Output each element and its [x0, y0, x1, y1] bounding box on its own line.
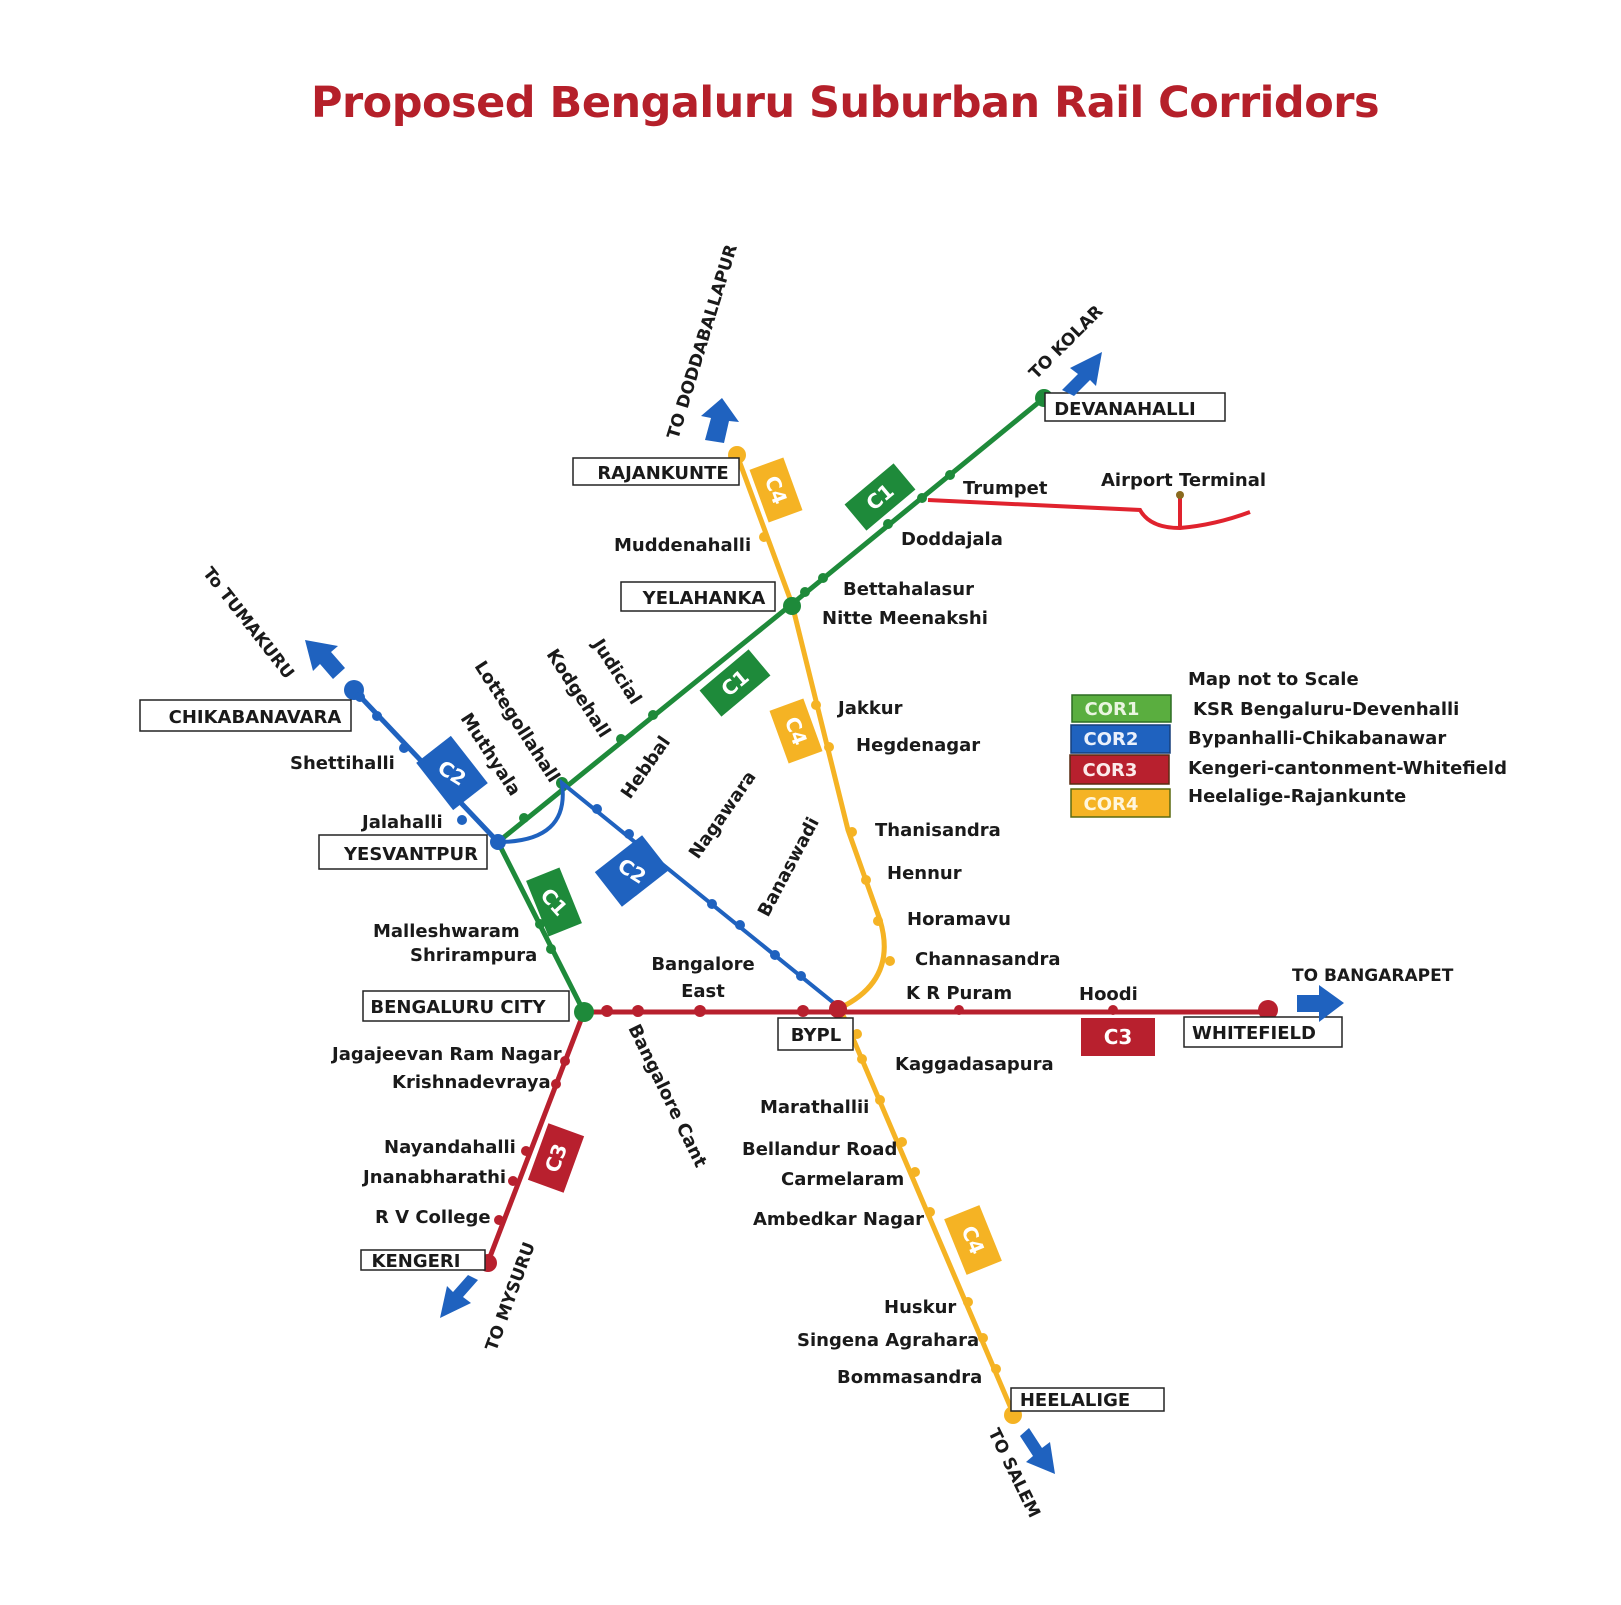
station-bettahalasur: Bettahalasur — [843, 579, 974, 600]
label-to-bangarapet: TO BANGARAPET — [1292, 966, 1454, 986]
label-to-tumakuru: To TUMAKURU — [198, 564, 297, 683]
badge-c3-south: C3 — [527, 1123, 585, 1193]
station-singena-agrahara: Singena Agrahara — [797, 1330, 979, 1351]
station-krishnadevraya: Krishnadevraya — [392, 1072, 551, 1093]
badge-c4-north: C4 — [749, 457, 803, 523]
svg-text:YELAHANKA: YELAHANKA — [642, 588, 766, 609]
station-bangalore-east-line1: Bangalore — [651, 954, 754, 975]
svg-text:Bypanhalli-Chikabanawar: Bypanhalli-Chikabanawar — [1188, 728, 1446, 749]
svg-text:BENGALURU CITY: BENGALURU CITY — [370, 997, 546, 1018]
svg-text:BYPL: BYPL — [791, 1025, 841, 1046]
svg-text:CHIKABANAVARA: CHIKABANAVARA — [169, 707, 342, 728]
station-rv-college: R V College — [375, 1207, 491, 1228]
station-nitte-meenakshi: Nitte Meenakshi — [822, 608, 988, 629]
station-horamavu: Horamavu — [907, 909, 1011, 930]
badge-c1-south: C1 — [526, 867, 582, 937]
svg-text:C3: C3 — [1104, 1025, 1133, 1049]
station-nagawara: Nagawara — [685, 767, 761, 863]
terminal-yelahanka: YELAHANKA — [620, 581, 776, 612]
svg-text:DEVANAHALLI: DEVANAHALLI — [1054, 399, 1196, 420]
terminal-devanahalli: DEVANAHALLI — [1044, 392, 1226, 422]
legend-item-cor2: COR2 Bypanhalli-Chikabanawar — [1070, 724, 1446, 754]
badge-c3-east: C3 — [1081, 1018, 1155, 1056]
terminal-yesvantpur: YESVANTPUR — [318, 834, 488, 870]
terminal-bengaluru-city: BENGALURU CITY — [362, 990, 570, 1022]
station-jakkur: Jakkur — [836, 698, 903, 719]
station-bommasandra: Bommasandra — [837, 1367, 982, 1388]
legend-item-cor4: COR4 Heelalige-Rajankunte — [1070, 786, 1406, 818]
station-huskur: Huskur — [884, 1297, 956, 1318]
legend: Map not to Scale COR1 KSR Bengaluru-Deve… — [1069, 669, 1507, 818]
svg-text:COR3: COR3 — [1083, 760, 1138, 781]
station-malleshwaram: Malleshwaram — [373, 921, 520, 942]
station-jnanabharathi: Jnanabharathi — [361, 1167, 506, 1188]
corridor-c3-line — [479, 1000, 1278, 1272]
station-hebbal: Hebbal — [617, 732, 675, 802]
station-banaswadi: Banaswadi — [754, 814, 824, 920]
svg-text:COR4: COR4 — [1084, 794, 1139, 815]
corridor-c1-line — [494, 389, 1053, 1014]
terminal-rajankunte: RAJANKUNTE — [572, 457, 740, 486]
station-bangalore-east-line2: East — [681, 981, 725, 1002]
arrow-doddaballapur-icon — [701, 398, 739, 443]
badge-c2-east: C2 — [594, 835, 670, 907]
station-bangalore-cant: Bangalore Cant — [624, 1021, 712, 1171]
svg-text:COR2: COR2 — [1084, 729, 1139, 750]
legend-item-cor1: COR1 KSR Bengaluru-Devenhalli — [1071, 694, 1459, 723]
svg-text:HEELALIGE: HEELALIGE — [1020, 1390, 1130, 1411]
station-muddenahalli: Muddenahalli — [614, 535, 751, 556]
station-carmelaram: Carmelaram — [781, 1169, 904, 1190]
svg-text:KSR Bengaluru-Devenhalli: KSR Bengaluru-Devenhalli — [1193, 699, 1459, 720]
station-jalahalli: Jalahalli — [360, 812, 443, 833]
station-bellandur-road: Bellandur Road — [742, 1139, 897, 1160]
station-airport-terminal: Airport Terminal — [1101, 470, 1266, 491]
station-hegdenagar: Hegdenagar — [856, 735, 980, 756]
map-title: Proposed Bengaluru Suburban Rail Corrido… — [310, 78, 1380, 128]
station-kr-puram: K R Puram — [906, 983, 1012, 1004]
station-thanisandra: Thanisandra — [875, 820, 1001, 841]
station-lottegollahall: Lottegollahall — [470, 657, 564, 786]
arrow-salem-icon — [1020, 1428, 1055, 1474]
svg-text:YESVANTPUR: YESVANTPUR — [343, 844, 478, 865]
terminal-chikabanavara: CHIKABANAVARA — [139, 699, 352, 732]
station-shettihalli: Shettihalli — [290, 753, 395, 774]
station-channasandra: Channasandra — [915, 949, 1061, 970]
station-judicial: Judicial — [587, 634, 646, 709]
badge-c1-north: C1 — [844, 463, 916, 531]
station-nayandahalli: Nayandahalli — [384, 1137, 516, 1158]
station-ambedkar-nagar: Ambedkar Nagar — [753, 1209, 924, 1230]
legend-item-cor3: COR3 Kengeri-cantonment-Whitefield — [1069, 754, 1507, 785]
arrow-tumakuru-icon — [305, 640, 345, 679]
svg-text:RAJANKUNTE: RAJANKUNTE — [597, 463, 728, 484]
arrow-kolar-icon — [1062, 352, 1102, 396]
station-shrirampura: Shrirampura — [410, 945, 537, 966]
badge-c4-middle: C4 — [769, 698, 823, 764]
arrow-mysuru-icon — [440, 1275, 478, 1318]
station-marathallii: Marathallii — [760, 1097, 869, 1118]
svg-text:Heelalige-Rajankunte: Heelalige-Rajankunte — [1188, 786, 1406, 807]
corridor-c4-line — [728, 446, 1022, 1424]
badge-c4-south: C4 — [944, 1205, 1002, 1275]
svg-text:WHITEFIELD: WHITEFIELD — [1192, 1023, 1316, 1044]
airport-spur-line — [927, 491, 1251, 531]
terminal-heelalige: HEELALIGE — [1010, 1387, 1165, 1412]
svg-text:COR1: COR1 — [1085, 699, 1140, 720]
station-doddajala: Doddajala — [901, 529, 1003, 550]
station-kaggadasapura: Kaggadasapura — [895, 1054, 1054, 1075]
terminal-kengeri: KENGERI — [360, 1249, 486, 1272]
svg-text:Kengeri-cantonment-Whitefield: Kengeri-cantonment-Whitefield — [1188, 758, 1507, 779]
station-hennur: Hennur — [887, 863, 962, 884]
station-jagajeevan-ram-nagar: Jagajeevan Ram Nagar — [330, 1044, 562, 1065]
svg-text:KENGERI: KENGERI — [372, 1251, 461, 1272]
badge-c2-west: C2 — [416, 735, 488, 811]
terminal-bypl: BYPL — [777, 1017, 854, 1051]
legend-note: Map not to Scale — [1188, 669, 1359, 690]
badge-c1-middle: C1 — [699, 649, 771, 717]
station-trumpet: Trumpet — [963, 478, 1048, 499]
station-hoodi: Hoodi — [1079, 984, 1138, 1005]
arrow-bangarapet-icon — [1297, 985, 1344, 1022]
terminal-whitefield: WHITEFIELD — [1183, 1016, 1343, 1048]
